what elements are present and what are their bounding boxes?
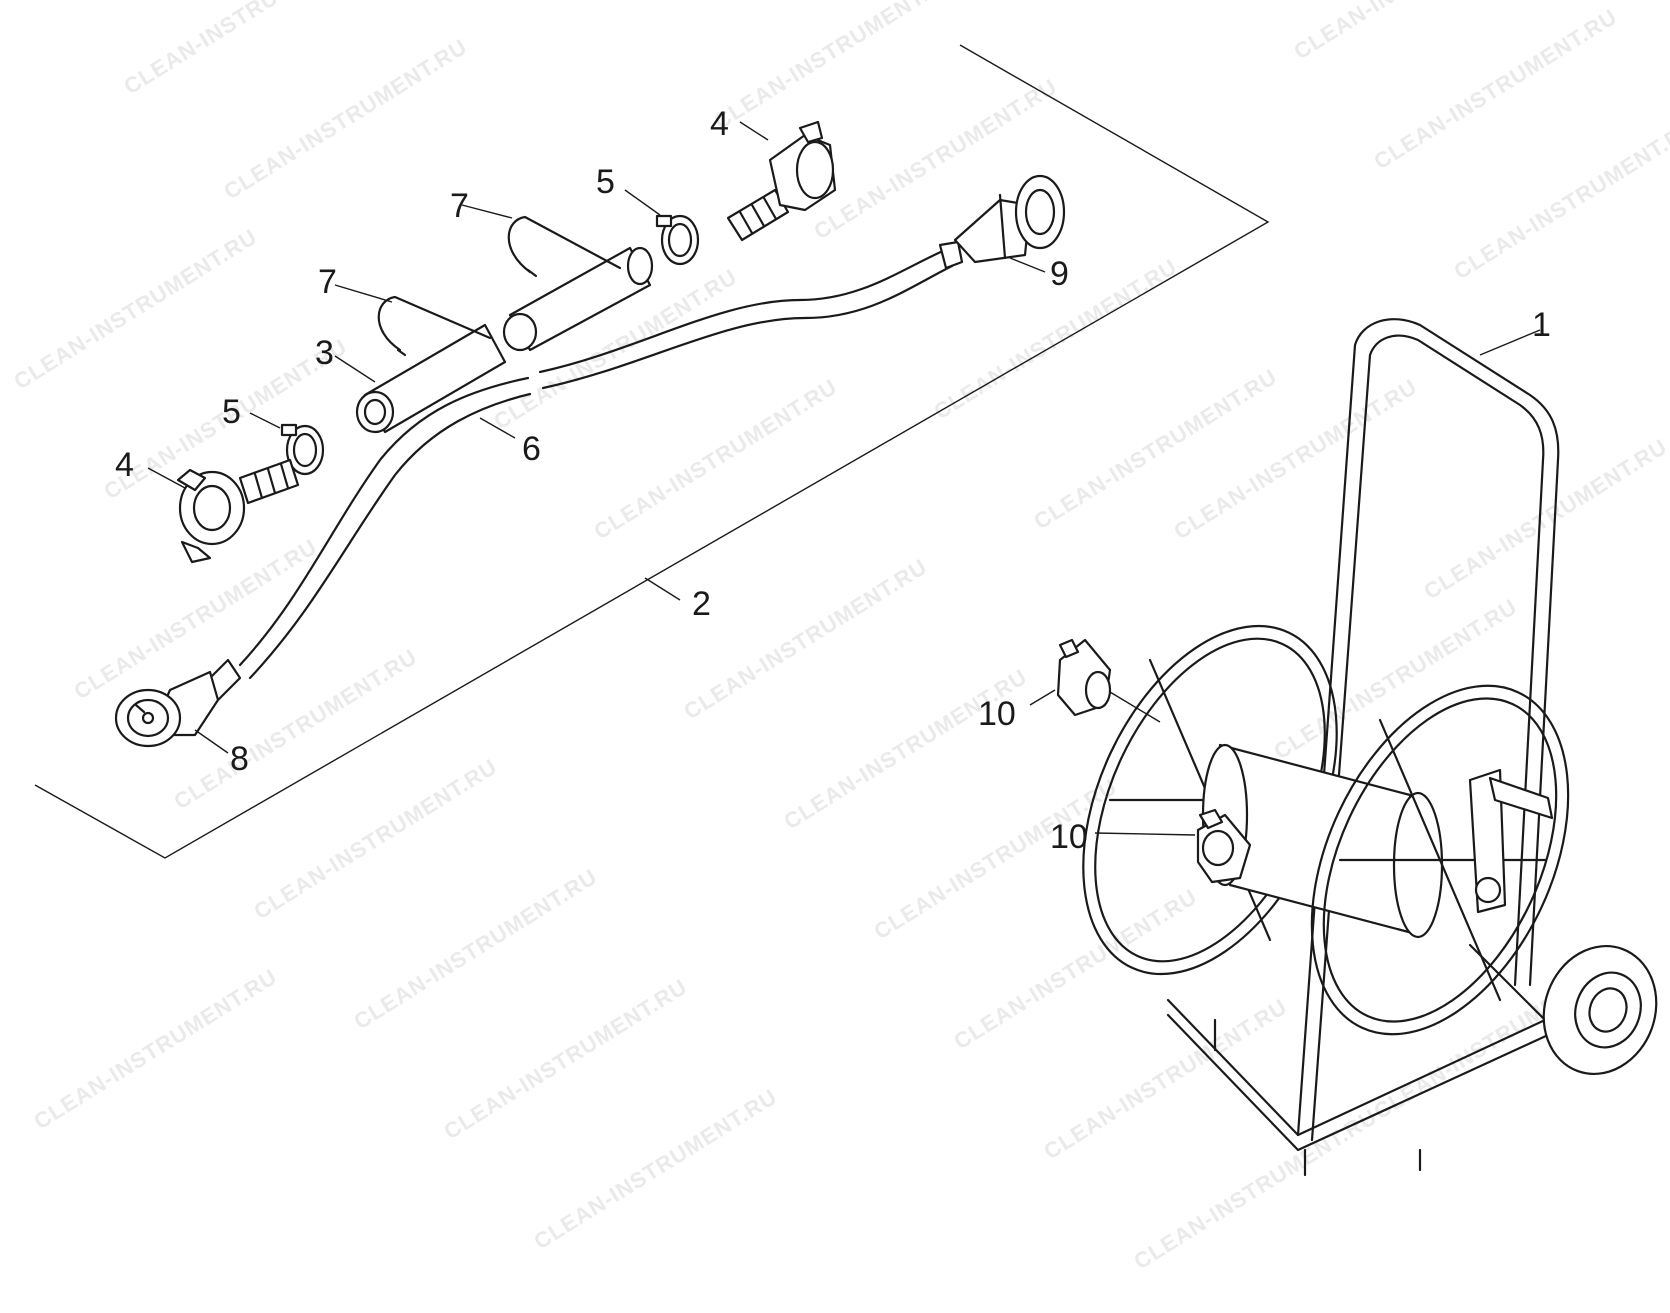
watermark: CLEAN-INSTRUMENT.RU xyxy=(9,224,261,395)
watermark: CLEAN-INSTRUMENT.RU xyxy=(119,0,371,99)
callout-4-lower: 4 xyxy=(115,446,134,484)
hose-reel-trolley xyxy=(1082,318,1658,1177)
watermark: CLEAN-INSTRUMENT.RU xyxy=(1029,364,1281,535)
leader-lines xyxy=(147,121,1541,836)
callout-10-mounted: 10 xyxy=(1050,818,1088,856)
callout-9: 9 xyxy=(1050,255,1069,293)
watermark: CLEAN-INSTRUMENT.RU xyxy=(1169,374,1421,545)
wire-clip-upper xyxy=(507,215,622,278)
callout-5-lower: 5 xyxy=(222,393,241,431)
watermark: CLEAN-INSTRUMENT.RU xyxy=(1369,4,1621,175)
watermark: CLEAN-INSTRUMENT.RU xyxy=(679,554,931,725)
callout-10-loose: 10 xyxy=(978,695,1016,733)
callout-5-upper: 5 xyxy=(596,163,615,201)
hose xyxy=(238,248,954,680)
callout-1: 1 xyxy=(1532,306,1551,344)
watermark: CLEAN-INSTRUMENT.RU xyxy=(949,884,1201,1055)
coupling-nut-upper xyxy=(726,120,837,242)
coupling-nut-lower xyxy=(176,458,300,564)
watermark-layer: CLEAN-INSTRUMENT.RU CLEAN-INSTRUMENT.RU … xyxy=(9,0,1670,1274)
callout-7-lower: 7 xyxy=(318,263,337,301)
watermark: CLEAN-INSTRUMENT.RU xyxy=(29,964,281,1135)
hose-kit-boundary xyxy=(34,44,1270,859)
callout-2: 2 xyxy=(692,585,711,623)
callout-3: 3 xyxy=(315,334,334,372)
hose-clamp-lower xyxy=(280,423,325,476)
reel-coupling-mounted xyxy=(1196,808,1252,884)
watermark: CLEAN-INSTRUMENT.RU xyxy=(349,864,601,1035)
protective-sleeve-upper xyxy=(502,246,654,352)
watermark: CLEAN-INSTRUMENT.RU xyxy=(1039,994,1291,1165)
watermark: CLEAN-INSTRUMENT.RU xyxy=(249,754,501,925)
watermark: CLEAN-INSTRUMENT.RU xyxy=(1269,594,1521,765)
hose-clamp-upper xyxy=(655,214,700,266)
watermark: CLEAN-INSTRUMENT.RU xyxy=(589,374,841,545)
callout-7-upper: 7 xyxy=(450,187,469,225)
watermark: CLEAN-INSTRUMENT.RU xyxy=(529,1084,781,1255)
watermark: CLEAN-INSTRUMENT.RU xyxy=(169,644,421,815)
watermark: CLEAN-INSTRUMENT.RU xyxy=(439,974,691,1145)
watermark: CLEAN-INSTRUMENT.RU xyxy=(219,34,471,205)
wire-clip-lower xyxy=(377,295,492,357)
callout-8: 8 xyxy=(230,740,249,778)
protective-sleeve-lower xyxy=(355,323,507,434)
socket-connector xyxy=(938,174,1066,270)
watermark: CLEAN-INSTRUMENT.RU xyxy=(1289,0,1541,64)
watermark: CLEAN-INSTRUMENT.RU xyxy=(779,664,1031,835)
reel-coupling-loose xyxy=(1056,638,1112,717)
callout-6: 6 xyxy=(522,430,541,468)
callout-numbers: 1 2 3 4 4 5 5 6 7 7 8 9 10 10 xyxy=(115,105,1551,856)
plug-connector xyxy=(114,658,242,748)
watermark: CLEAN-INSTRUMENT.RU xyxy=(709,0,961,134)
callout-4-upper: 4 xyxy=(710,105,729,143)
watermark: CLEAN-INSTRUMENT.RU xyxy=(1449,114,1670,285)
watermark: CLEAN-INSTRUMENT.RU xyxy=(1419,434,1670,605)
